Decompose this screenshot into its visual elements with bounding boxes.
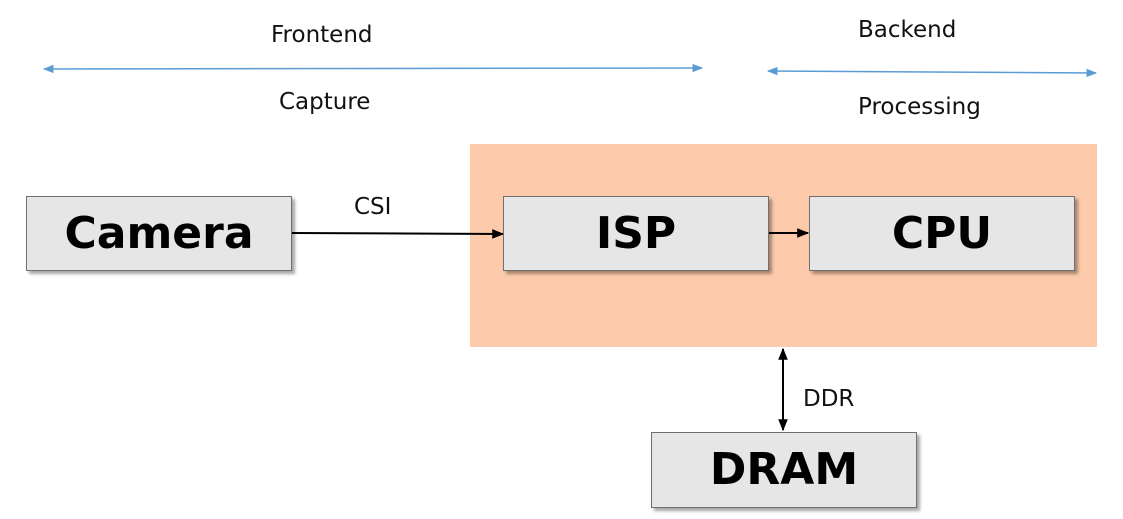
dram-block: DRAM <box>651 432 917 508</box>
csi-label: CSI <box>354 194 392 220</box>
capture-label: Capture <box>279 89 371 115</box>
isp-block-label: ISP <box>595 207 677 259</box>
camera-block-label: Camera <box>64 207 254 259</box>
camera-block: Camera <box>26 196 292 271</box>
cpu-block: CPU <box>809 196 1075 271</box>
ddr-label: DDR <box>803 386 855 412</box>
processing-label: Processing <box>858 94 981 120</box>
backend-label: Backend <box>858 17 957 43</box>
camera-to-isp-arrow <box>291 229 505 239</box>
cpu-block-label: CPU <box>891 207 993 259</box>
dram-block-label: DRAM <box>709 444 859 495</box>
frontend-range-arrow <box>42 63 704 74</box>
backend-range-arrow <box>766 66 1098 78</box>
isp-block: ISP <box>503 196 769 271</box>
frontend-label: Frontend <box>271 22 373 48</box>
